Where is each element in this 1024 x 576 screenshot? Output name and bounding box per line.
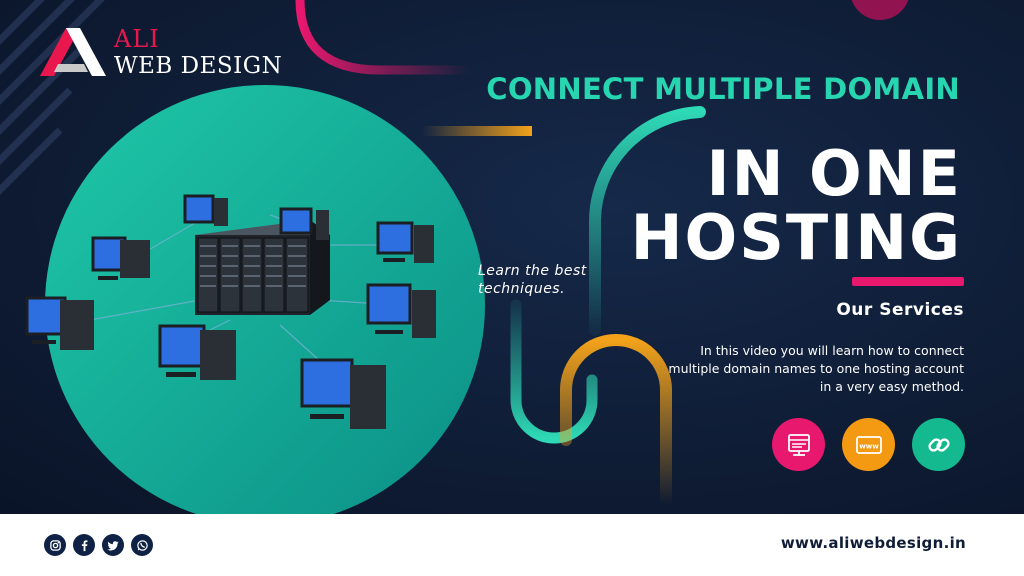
computer-3 — [91, 236, 150, 280]
accent-bar — [852, 277, 964, 286]
computer-6 — [366, 283, 436, 338]
brand-name-top: ALI — [114, 24, 160, 53]
computer-2 — [279, 207, 329, 240]
services-label: Our Services — [836, 300, 964, 320]
headline: CONNECT MULTIPLE DOMAIN — [486, 72, 960, 106]
instagram-icon[interactable] — [44, 534, 66, 556]
computer-4 — [376, 221, 434, 263]
server-icon[interactable] — [772, 418, 825, 471]
brand-logo[interactable]: ALI WEB DESIGN — [36, 24, 282, 80]
banner-stage: ALI WEB DESIGN CONNECT MULTIPLE DOMAIN I… — [0, 0, 1024, 514]
twitter-icon[interactable] — [102, 534, 124, 556]
whatsapp-icon[interactable] — [131, 534, 153, 556]
social-links — [44, 534, 153, 556]
title-line-1: IN ONE — [706, 137, 962, 210]
computer-1 — [183, 194, 228, 226]
brand-name-bottom: WEB DESIGN — [114, 52, 283, 79]
computer-5 — [25, 296, 94, 350]
description: In this video you will learn how to conn… — [668, 343, 964, 394]
website-url[interactable]: www.aliwebdesign.in — [780, 534, 966, 552]
computer-7 — [158, 324, 236, 380]
facebook-icon[interactable] — [73, 534, 95, 556]
footer: www.aliwebdesign.in — [0, 514, 1024, 576]
title-line-2: HOSTING — [630, 201, 962, 274]
service-icons: www — [772, 418, 965, 471]
www-icon[interactable]: www — [842, 418, 895, 471]
computer-8 — [300, 358, 386, 429]
logo-text: ALI WEB DESIGN — [114, 27, 282, 78]
link-icon[interactable] — [912, 418, 965, 471]
server-rack — [195, 220, 330, 315]
svg-text:www: www — [859, 442, 879, 450]
logo-mark-icon — [40, 28, 106, 76]
network-illustration — [25, 194, 436, 429]
tagline: Learn the best techniques. — [478, 263, 587, 297]
